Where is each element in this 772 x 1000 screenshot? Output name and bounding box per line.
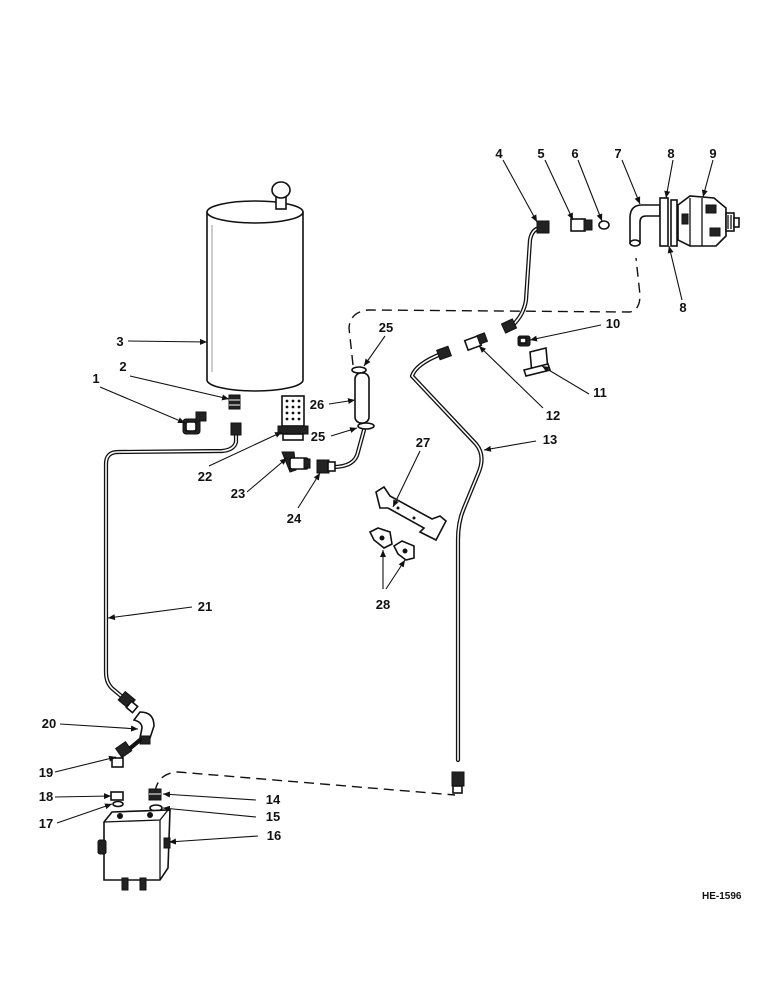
pressure-tube-13: [409, 351, 484, 763]
callout-6: 6: [571, 146, 578, 161]
callout-21: 21: [198, 599, 212, 614]
callout-15: 15: [266, 809, 280, 824]
callout-17: 17: [39, 816, 53, 831]
leader-lines: [54, 159, 714, 845]
clamps-28: [368, 527, 415, 561]
pump-tube-4: [510, 225, 543, 328]
elbow-fitting-1: [182, 411, 207, 435]
callout-10: 10: [606, 316, 620, 331]
clip-10: [517, 335, 531, 347]
reference-code: HE-1596: [702, 891, 742, 902]
tube-nut-21-lower: [117, 690, 139, 714]
callout-24: 24: [287, 511, 302, 526]
callout-25: 25: [379, 320, 393, 335]
callout-4: 4: [495, 146, 503, 161]
elbow-20: [132, 711, 155, 745]
callout-26: 26: [310, 397, 324, 412]
callout-18: 18: [39, 789, 53, 804]
callout-1: 1: [92, 371, 99, 386]
callout-14: 14: [266, 792, 281, 807]
callout-3: 3: [116, 334, 123, 349]
suction-tube-21: [103, 430, 239, 703]
callout-25b: 25: [311, 429, 325, 444]
elbow-fitting-23: [281, 451, 311, 473]
pressure-hose-route: [154, 771, 456, 796]
connector-2: [228, 394, 241, 410]
callout-20: 20: [42, 716, 56, 731]
control-valve-16: [97, 809, 171, 891]
fitting-24: [316, 459, 336, 474]
callout-27: 27: [416, 435, 430, 450]
hydraulic-pump-9: [677, 195, 740, 247]
hose-24: [330, 427, 367, 470]
tube-nut-13-lower: [451, 771, 465, 794]
tube-nut-4-lower: [500, 318, 518, 334]
hose-clamp-25-lower: [357, 422, 375, 430]
seal-ring-6: [598, 220, 610, 230]
callout-5: 5: [537, 146, 544, 161]
hose-26: [354, 372, 370, 424]
filler-cap: [271, 181, 291, 210]
return-hose-route: [348, 257, 641, 366]
gasket-8-lower: [670, 199, 678, 247]
adapter-18: [110, 791, 124, 801]
callout-11: 11: [593, 385, 607, 400]
connector-5: [570, 218, 593, 232]
callout-2: 2: [119, 359, 126, 374]
fitting-12: [436, 332, 489, 361]
strainer-22: [277, 395, 309, 441]
callout-8: 8: [667, 146, 674, 161]
callout-9: 9: [709, 146, 716, 161]
callout-22: 22: [198, 469, 212, 484]
callout-13: 13: [543, 432, 557, 447]
callout-12: 12: [546, 408, 560, 423]
nut-4-upper: [536, 220, 550, 234]
callout-28: 28: [376, 597, 390, 612]
elbow-tube-7: [629, 204, 661, 247]
bracket-11: [522, 346, 552, 377]
seal-17: [112, 800, 124, 808]
callout-7: 7: [614, 146, 621, 161]
reservoir-tank: [206, 181, 304, 392]
hose-clamp-25-upper: [351, 366, 367, 374]
callout-labels: 1 2 3 4 5 6 7 8 8 9 10 11 12 13 14 15 16…: [39, 146, 717, 843]
gasket-8-upper: [659, 197, 669, 247]
tube-nut-21: [230, 422, 242, 436]
callout-23: 23: [231, 486, 245, 501]
adapter-14: [148, 788, 162, 801]
callout-19: 19: [39, 765, 53, 780]
callout-16: 16: [267, 828, 281, 843]
callout-8b: 8: [679, 300, 686, 315]
tube-19: [111, 737, 143, 768]
